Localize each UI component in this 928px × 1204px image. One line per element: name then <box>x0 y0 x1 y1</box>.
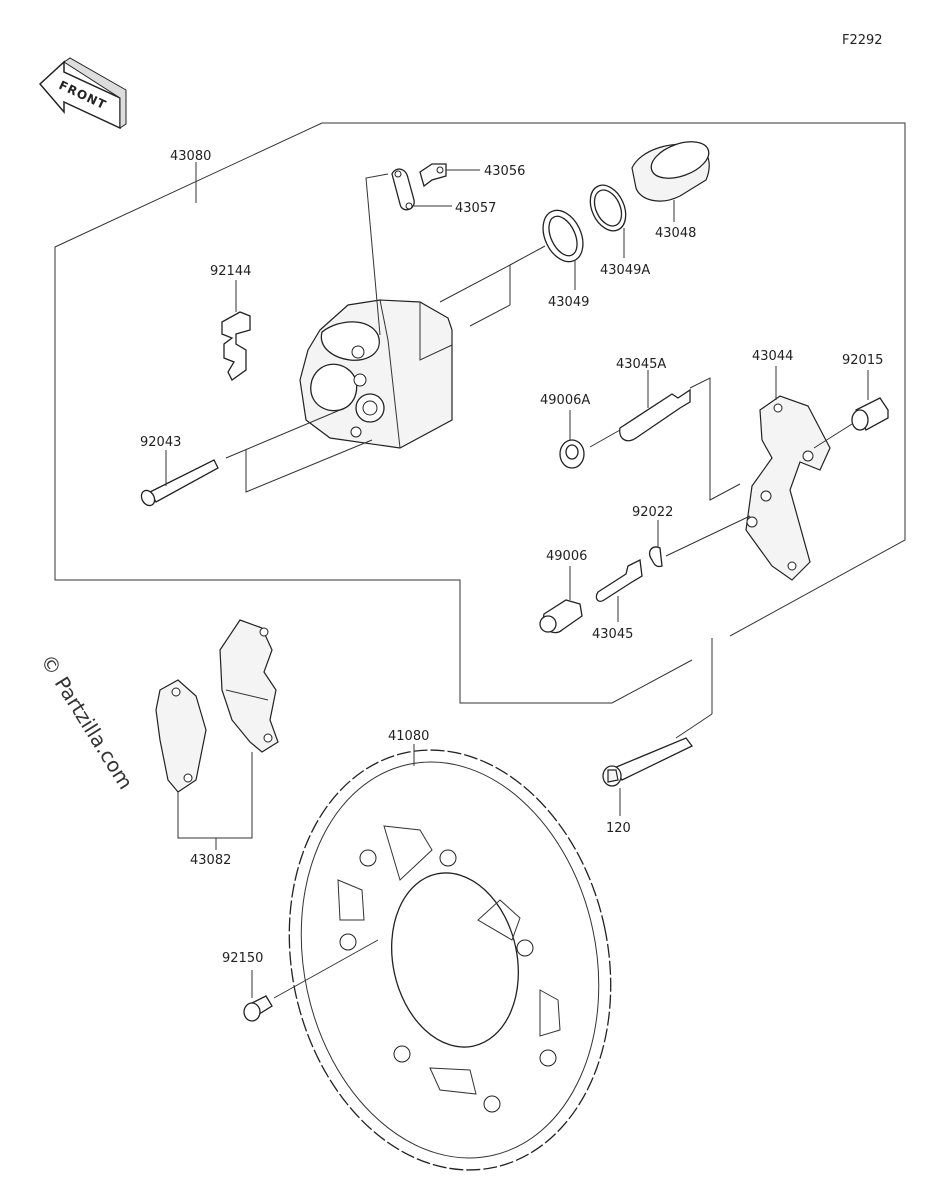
label-43056: 43056 <box>484 164 525 179</box>
dust-seal-43049A <box>589 184 627 232</box>
brake-pads-43082 <box>155 619 279 793</box>
front-direction-arrow: FRONT <box>38 57 127 130</box>
label-120: 120 <box>606 821 631 836</box>
bleeder-cap-43057 <box>391 168 415 211</box>
mounting-bolt-120 <box>602 737 693 787</box>
leader-43082-bracket <box>177 752 253 839</box>
pad-pin-92043 <box>140 459 219 507</box>
assembly-outline-43080-left <box>54 122 693 704</box>
label-41080: 41080 <box>388 729 429 744</box>
slide-pin-43045A <box>619 388 691 442</box>
label-92144: 92144 <box>210 264 251 279</box>
caliper-bracket-43044 <box>745 395 831 581</box>
bleeder-valve-43056 <box>419 163 447 188</box>
label-43045: 43045 <box>592 627 633 642</box>
label-43057: 43057 <box>455 201 496 216</box>
boot-49006A <box>559 439 585 469</box>
piston-43048 <box>631 141 710 202</box>
label-92022: 92022 <box>632 505 673 520</box>
disc-bolt-92150 <box>243 995 273 1022</box>
label-43080: 43080 <box>170 149 211 164</box>
brake-disc-41080 <box>288 749 612 1171</box>
label-43044: 43044 <box>752 349 793 364</box>
slide-pin-43045 <box>595 559 643 602</box>
boot-49006 <box>539 599 583 634</box>
label-43048: 43048 <box>655 226 696 241</box>
label-92150: 92150 <box>222 951 263 966</box>
caliper-body <box>299 299 453 449</box>
label-43082: 43082 <box>190 853 231 868</box>
leader-piston-group <box>439 264 511 327</box>
label-43049A: 43049A <box>600 263 650 278</box>
diagram-code: F2292 <box>842 33 883 48</box>
label-49006: 49006 <box>546 549 587 564</box>
label-49006A: 49006A <box>540 393 590 408</box>
assembly-outline-43080 <box>322 122 906 637</box>
leader-bleeder-to-caliper <box>365 173 389 336</box>
label-43045A: 43045A <box>616 357 666 372</box>
label-43049: 43049 <box>548 295 589 310</box>
pad-spring-92144 <box>221 311 251 381</box>
label-92015: 92015 <box>842 353 883 368</box>
piston-seal-43049 <box>542 209 584 263</box>
watermark: © Partzilla.com <box>36 650 138 794</box>
collar-92015 <box>851 397 889 431</box>
clip-92022 <box>648 546 663 568</box>
label-92043: 92043 <box>140 435 181 450</box>
